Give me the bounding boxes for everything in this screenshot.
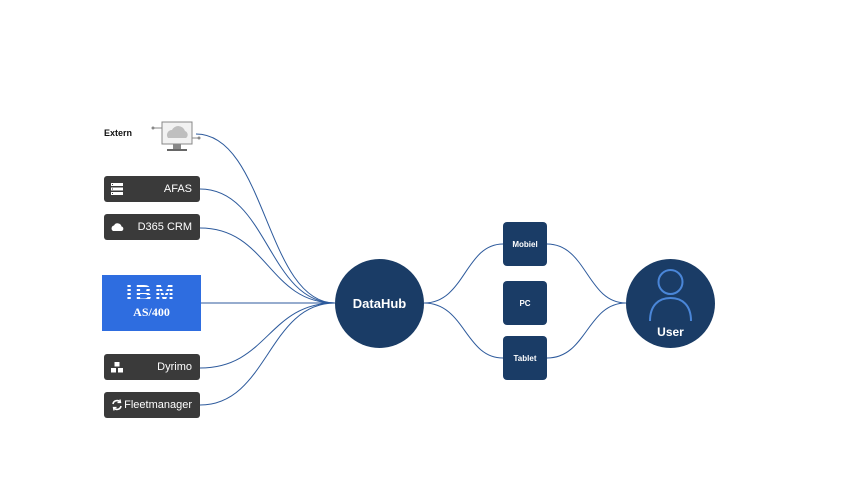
- source-afas[interactable]: AFAS: [104, 176, 200, 202]
- user-node[interactable]: User: [626, 259, 715, 348]
- server-list-icon: [110, 182, 124, 196]
- device-mobiel[interactable]: Mobiel: [503, 222, 547, 266]
- source-label: D365 CRM: [137, 221, 192, 233]
- source-label: Fleetmanager: [124, 399, 192, 411]
- source-dyrimo[interactable]: Dyrimo: [104, 354, 200, 380]
- user-label: User: [657, 325, 684, 339]
- cloud-icon: [110, 220, 124, 234]
- ibm-as400-logo: IBM AS/400: [102, 275, 201, 331]
- link-extern-hub: [195, 133, 336, 304]
- device-pc[interactable]: PC: [503, 281, 547, 325]
- ibm-model-label: AS/400: [133, 305, 170, 319]
- device-label: Mobiel: [512, 239, 538, 249]
- device-label: Tablet: [513, 353, 537, 363]
- extern-label: Extern: [104, 128, 133, 138]
- source-label: AFAS: [163, 183, 192, 195]
- link-fleet-hub: [199, 302, 336, 406]
- link-d365-hub: [199, 227, 336, 304]
- datahub-node[interactable]: DataHub: [335, 259, 424, 348]
- source-label: Dyrimo: [157, 361, 192, 373]
- boxes-icon: [110, 360, 124, 374]
- source-fleetmanager[interactable]: Fleetmanager: [104, 392, 200, 418]
- sync-arrows-icon: [110, 398, 124, 412]
- user-outline-icon: [649, 269, 692, 322]
- ibm-logo-text: IBM: [102, 281, 201, 305]
- datahub-label: DataHub: [352, 296, 407, 311]
- link-hub-tablet: [423, 302, 504, 359]
- link-tablet-user: [546, 302, 627, 359]
- device-label: PC: [519, 298, 531, 308]
- link-mobiel-user: [546, 243, 627, 304]
- link-afas-hub: [199, 188, 336, 304]
- link-hub-mobiel: [423, 243, 504, 304]
- device-tablet[interactable]: Tablet: [503, 336, 547, 380]
- link-dyrimo-hub: [199, 302, 336, 369]
- cloud-computer-icon: [151, 121, 201, 151]
- source-d365-crm[interactable]: D365 CRM: [104, 214, 200, 240]
